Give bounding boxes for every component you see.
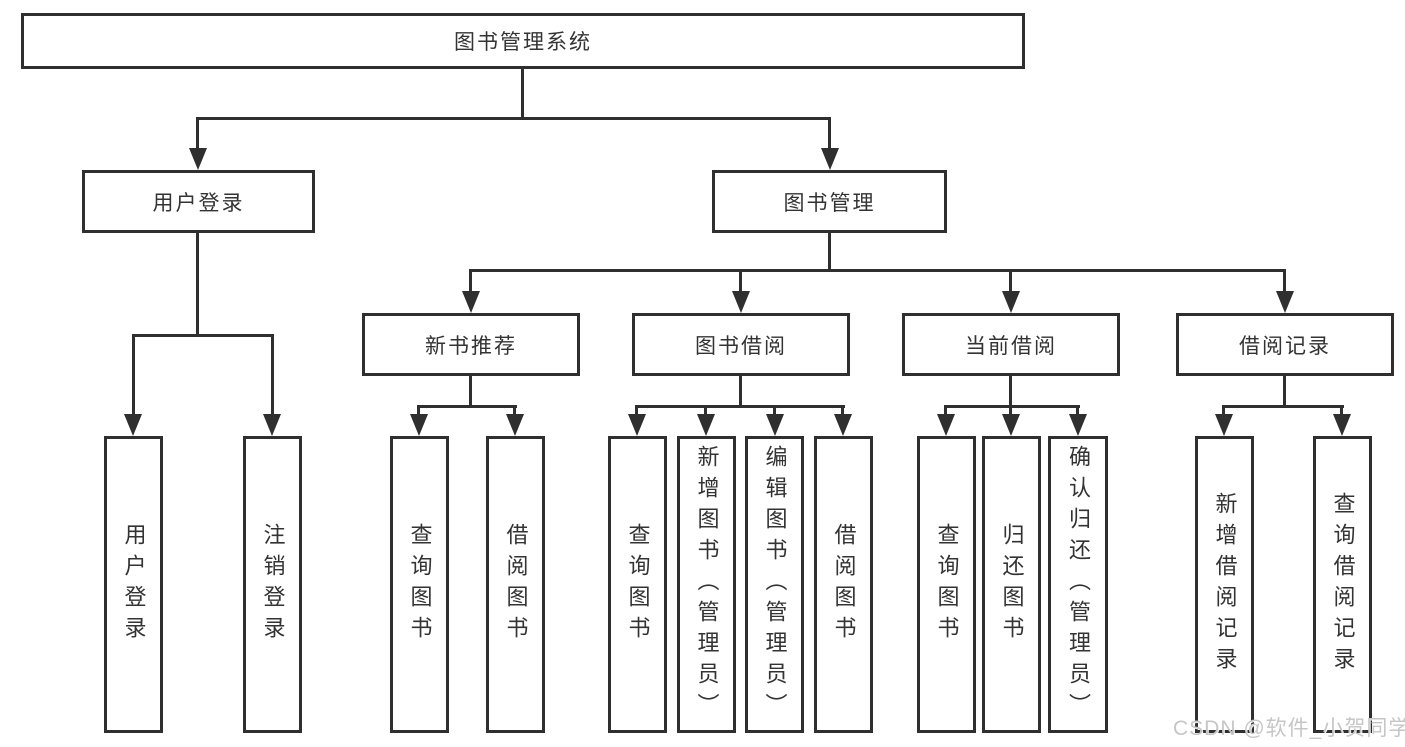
arrow-down-icon [937,414,955,436]
arrow-down-icon [1333,414,1351,436]
arrow-down-icon [263,414,281,436]
connector-line [828,233,831,272]
leaf-label: 新增借阅记录 [1212,491,1238,678]
connector-line [1076,405,1079,418]
leaf-label: 归还图书 [999,522,1025,647]
connector-line [635,405,638,418]
connector-line [469,269,1286,272]
connector-line [1340,405,1343,418]
connector-line [841,405,844,418]
connector-line [469,269,472,294]
leaf-label: 查询图书 [625,522,651,647]
arrow-down-icon [189,148,207,170]
connector-line [1283,269,1286,294]
leaf-logout: 注销登录 [243,436,302,733]
node-label: 用户登录 [152,191,245,215]
leaf-query-books-borrow: 查询图书 [608,436,667,733]
node-new-book-recommend: 新书推荐 [362,313,580,376]
leaf-query-books-current: 查询图书 [917,436,976,733]
leaf-label: 确认归还（管理员） [1066,445,1091,724]
leaf-label: 查询图书 [407,522,433,647]
connector-line [417,405,517,408]
arrow-down-icon [1276,291,1294,313]
arrow-down-icon [766,414,784,436]
node-borrow-records: 借阅记录 [1176,313,1394,376]
leaf-label: 新增图书（管理员） [694,445,720,724]
leaf-label: 借阅图书 [831,522,857,647]
connector-line [196,117,830,120]
arrow-down-icon [628,414,646,436]
connector-line [1283,376,1286,408]
connector-line [132,334,274,337]
node-book-borrow: 图书借阅 [632,313,850,376]
leaf-query-books-recommend: 查询图书 [390,436,449,733]
connector-line [944,405,1080,408]
arrow-down-icon [410,414,428,436]
node-library-system: 图书管理系统 [21,13,1025,69]
connector-line [828,117,831,151]
node-label: 图书管理系统 [454,31,592,54]
node-label: 新书推荐 [425,334,517,358]
leaf-query-borrow-record: 查询借阅记录 [1313,436,1372,733]
arrow-down-icon [1215,414,1233,436]
leaf-user-login: 用户登录 [104,436,163,733]
leaf-label: 查询借阅记录 [1330,491,1356,678]
connector-line [196,232,199,336]
leaf-label: 借阅图书 [503,522,529,647]
connector-line [521,68,524,120]
connector-line [773,405,776,418]
arrow-down-icon [834,414,852,436]
arrow-down-icon [462,291,480,313]
leaf-borrow-books: 借阅图书 [814,436,873,733]
connector-line [1222,405,1225,418]
connector-line [417,405,420,418]
node-book-management: 图书管理 [712,170,947,233]
leaf-edit-book-admin: 编辑图书（管理员） [745,436,804,733]
node-label: 图书借阅 [695,334,787,358]
leaf-label: 编辑图书（管理员） [762,445,788,724]
arrow-down-icon [697,414,715,436]
arrow-down-icon [506,414,524,436]
connector-line [635,405,845,408]
connector-line [739,269,742,294]
connector-line [704,405,707,418]
arrow-down-icon [821,148,839,170]
connector-line [944,405,947,418]
arrow-down-icon [732,291,750,313]
leaf-add-borrow-record: 新增借阅记录 [1195,436,1254,733]
arrow-down-icon [1002,291,1020,313]
leaf-borrow-books-recommend: 借阅图书 [486,436,545,733]
csdn-watermark: CSDN @软件_小贺同学 [1173,717,1405,740]
leaf-label: 查询图书 [934,522,960,647]
node-label: 借阅记录 [1239,334,1331,358]
connector-line [469,376,472,408]
connector-line [196,117,199,151]
arrow-down-icon [1069,414,1087,436]
node-label: 图书管理 [783,191,876,215]
leaf-label: 用户登录 [121,522,147,647]
connector-line [1009,269,1012,294]
node-current-borrow: 当前借阅 [902,313,1120,376]
arrow-down-icon [124,414,142,436]
connector-line [1009,376,1012,408]
connector-line [1009,405,1012,418]
leaf-add-book-admin: 新增图书（管理员） [677,436,736,733]
node-user-login: 用户登录 [82,170,315,233]
leaf-confirm-return-admin: 确认归还（管理员） [1048,436,1108,733]
leaf-return-book: 归还图书 [982,436,1041,733]
connector-line [132,334,135,418]
connector-line [271,334,274,418]
connector-line [513,405,516,418]
node-label: 当前借阅 [965,334,1057,358]
connector-line [739,376,742,408]
arrow-down-icon [1002,414,1020,436]
leaf-label: 注销登录 [260,522,286,647]
connector-line [1222,405,1344,408]
